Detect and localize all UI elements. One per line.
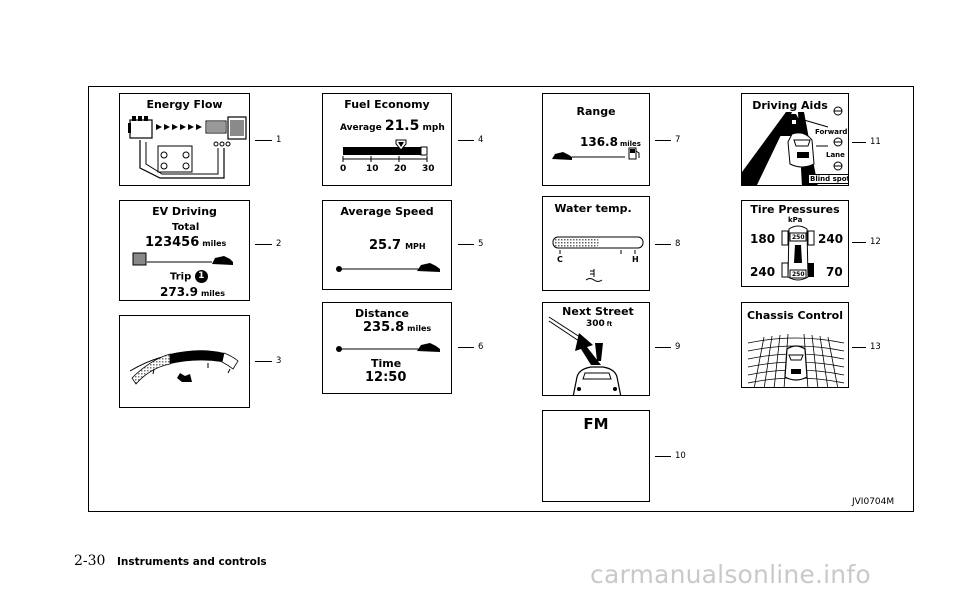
callout-leader-9 <box>655 347 671 348</box>
callout-leader-10 <box>655 456 671 457</box>
water-temp-hot: H <box>632 255 639 264</box>
watermark: carmanualsonline.info <box>590 560 871 589</box>
callout-leader-13 <box>852 347 866 348</box>
tire-pressures-panel: Tire Pressures kPa 250 250 180 240 240 7… <box>741 200 849 287</box>
callout-7: 7 <box>675 135 681 145</box>
audio-panel: FM <box>542 410 650 502</box>
aid-lane: Lane <box>826 151 845 159</box>
water-temp-cold: C <box>557 255 563 264</box>
chassis-grid-graphic <box>747 333 845 387</box>
aid-blind-spot: Blind spot <box>808 174 848 184</box>
water-temp-panel: Water temp. C H <box>542 196 650 291</box>
callout-leader-1 <box>255 140 272 141</box>
callout-3: 3 <box>276 356 282 366</box>
callout-5: 5 <box>478 239 484 249</box>
distance-time-value: 12:50 <box>365 370 407 385</box>
next-street-title: Next Street <box>562 305 634 318</box>
distance-time-label: Time <box>371 357 402 370</box>
eco-gauge-graphic <box>129 350 239 385</box>
callout-10: 10 <box>675 451 686 461</box>
callout-12: 12 <box>870 237 881 247</box>
energy-flow-panel: Energy Flow <box>119 93 250 186</box>
ev-driving-title: EV Driving <box>152 205 217 218</box>
section-title: Instruments and controls <box>117 556 267 568</box>
fuel-scale-10: 10 <box>366 164 379 174</box>
fuel-scale-20: 20 <box>394 164 407 174</box>
fuel-scale-0: 0 <box>340 164 347 174</box>
next-street-graphic <box>548 316 622 395</box>
callout-leader-4 <box>458 140 474 141</box>
tire-rear-left: 240 <box>750 265 776 279</box>
tire-front-right: 240 <box>818 232 844 246</box>
tire-pressure-unit: kPa <box>788 216 803 224</box>
tire-front-left: 180 <box>750 232 776 246</box>
figure-frame <box>88 86 914 512</box>
trip-1-icon: 1 <box>194 270 208 283</box>
distance-title: Distance <box>355 307 409 320</box>
ev-total-label: Total <box>172 222 200 233</box>
callout-leader-2 <box>255 244 272 245</box>
fuel-economy-panel: Fuel Economy Average 21.5 mph 0 10 20 30 <box>322 93 452 186</box>
range-graphic <box>552 147 640 160</box>
water-temp-title: Water temp. <box>554 202 632 215</box>
driving-aids-graphic <box>742 106 843 185</box>
callout-9: 9 <box>675 342 681 352</box>
average-speed-graphic <box>336 263 440 272</box>
callout-2: 2 <box>276 239 282 249</box>
tire-rear-tag: 250 <box>792 271 805 278</box>
callout-leader-3 <box>255 361 272 362</box>
driving-aids-panel: Driving Aids Forward Lane Blind spot <box>741 93 849 186</box>
figure-id: JVI0704M <box>852 497 895 507</box>
callout-leader-8 <box>655 244 671 245</box>
energy-flow-diagram <box>128 116 247 179</box>
fuel-average-readout: Average 21.5 mph <box>340 118 445 134</box>
ev-trip-label: Trip 1 <box>170 270 208 283</box>
fuel-economy-bar <box>342 139 428 162</box>
callout-1: 1 <box>276 135 282 145</box>
range-title: Range <box>576 105 616 118</box>
callout-leader-11 <box>852 142 866 143</box>
tire-rear-right: 70 <box>826 265 843 279</box>
driving-aids-title: Driving Aids <box>752 99 828 112</box>
fuel-economy-title: Fuel Economy <box>344 98 430 111</box>
callout-leader-7 <box>655 140 671 141</box>
audio-source-title: FM <box>583 415 609 433</box>
callout-leader-12 <box>852 242 866 243</box>
tire-pressures-title: Tire Pressures <box>750 203 840 216</box>
tire-front-tag: 250 <box>792 234 805 241</box>
chassis-control-title: Chassis Control <box>746 309 844 322</box>
callout-4: 4 <box>478 135 484 145</box>
aid-forward: Forward <box>815 128 848 136</box>
fuel-scale-30: 30 <box>422 164 435 174</box>
eco-gauge-panel <box>119 315 250 408</box>
callout-11: 11 <box>870 137 881 147</box>
callout-leader-6 <box>458 347 474 348</box>
callout-8: 8 <box>675 239 681 249</box>
chassis-control-panel: Chassis Control <box>741 302 849 388</box>
ev-progress-graphic <box>132 252 233 266</box>
tire-car-graphic <box>781 225 815 281</box>
page-number: 2-30 <box>74 553 106 569</box>
callout-leader-5 <box>458 244 474 245</box>
energy-flow-title: Energy Flow <box>146 98 223 111</box>
average-speed-title: Average Speed <box>340 205 434 218</box>
water-temp-gauge <box>552 236 644 282</box>
callout-6: 6 <box>478 342 484 352</box>
distance-graphic <box>336 343 440 352</box>
callout-13: 13 <box>870 342 881 352</box>
